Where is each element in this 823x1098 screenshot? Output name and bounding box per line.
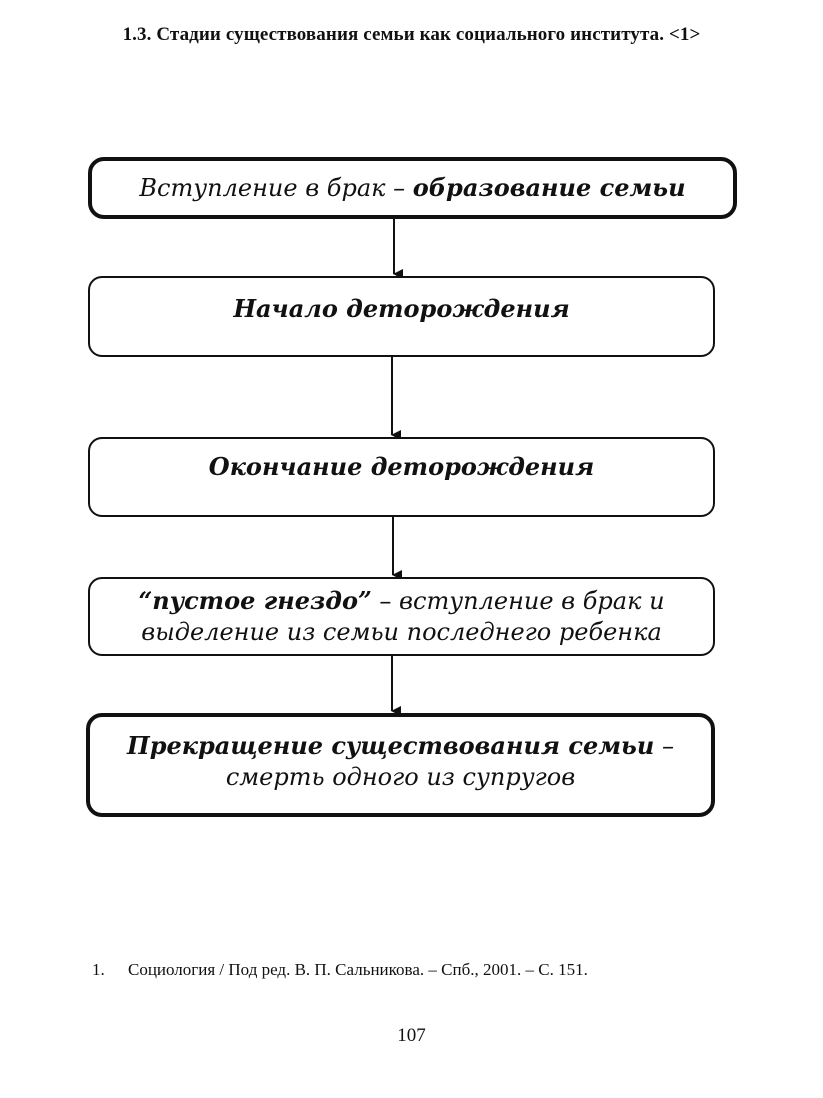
stage-2-line-1: Начало деторождения (233, 293, 569, 325)
stage-box-1: Вступление в брак – образование семьи (88, 157, 737, 219)
stage-box-5: Прекращение существования семьи – смерть… (86, 713, 715, 817)
stage-4-line-1: “пустое гнездо” – вступление в брак и (138, 585, 664, 617)
page-heading: 1.3. Стадии существования семьи как соци… (122, 24, 701, 45)
stage-4-normal-text-2: выделение из семьи последнего ребенка (141, 618, 662, 646)
stage-1-line-1: Вступление в брак – образование семьи (139, 172, 685, 204)
stage-1-bold-text: образование семьи (412, 173, 686, 202)
stage-5-normal-text-2: смерть одного из супругов (225, 762, 576, 791)
stage-1-normal-text: Вступление в брак – (139, 174, 413, 202)
footnote-number: 1. (92, 960, 105, 979)
stage-5-line-2: смерть одного из супругов (226, 762, 575, 793)
stage-box-2: Начало деторождения (88, 276, 715, 357)
arrow-connectors (391, 219, 403, 716)
footnote-text: Социология / Под ред. В. П. Сальникова. … (128, 960, 588, 979)
stage-4-bold-text: “пустое гнездо” (138, 586, 372, 615)
stage-5-line-1: Прекращение существования семьи – (127, 730, 674, 762)
stage-3-line-1: Окончание деторождения (209, 451, 594, 483)
stage-5-bold-text: Прекращение существования семьи (127, 730, 655, 760)
stage-4-normal-text: – вступление в брак и (371, 587, 665, 615)
stage-4-line-2: выделение из семьи последнего ребенка (141, 617, 662, 648)
stage-3-bold-text: Окончание деторождения (208, 452, 595, 481)
stage-box-4: “пустое гнездо” – вступление в брак и вы… (88, 577, 715, 656)
family-stages-diagram: Вступление в брак – образование семьи На… (86, 157, 737, 817)
footnote: 1. Социология / Под ред. В. П. Сальникова… (92, 960, 588, 980)
stage-5-normal-text: – (654, 731, 674, 760)
stage-2-bold-text: Начало деторождения (233, 293, 570, 323)
stage-box-3: Окончание деторождения (88, 437, 715, 517)
page-number: 107 (397, 1025, 426, 1046)
